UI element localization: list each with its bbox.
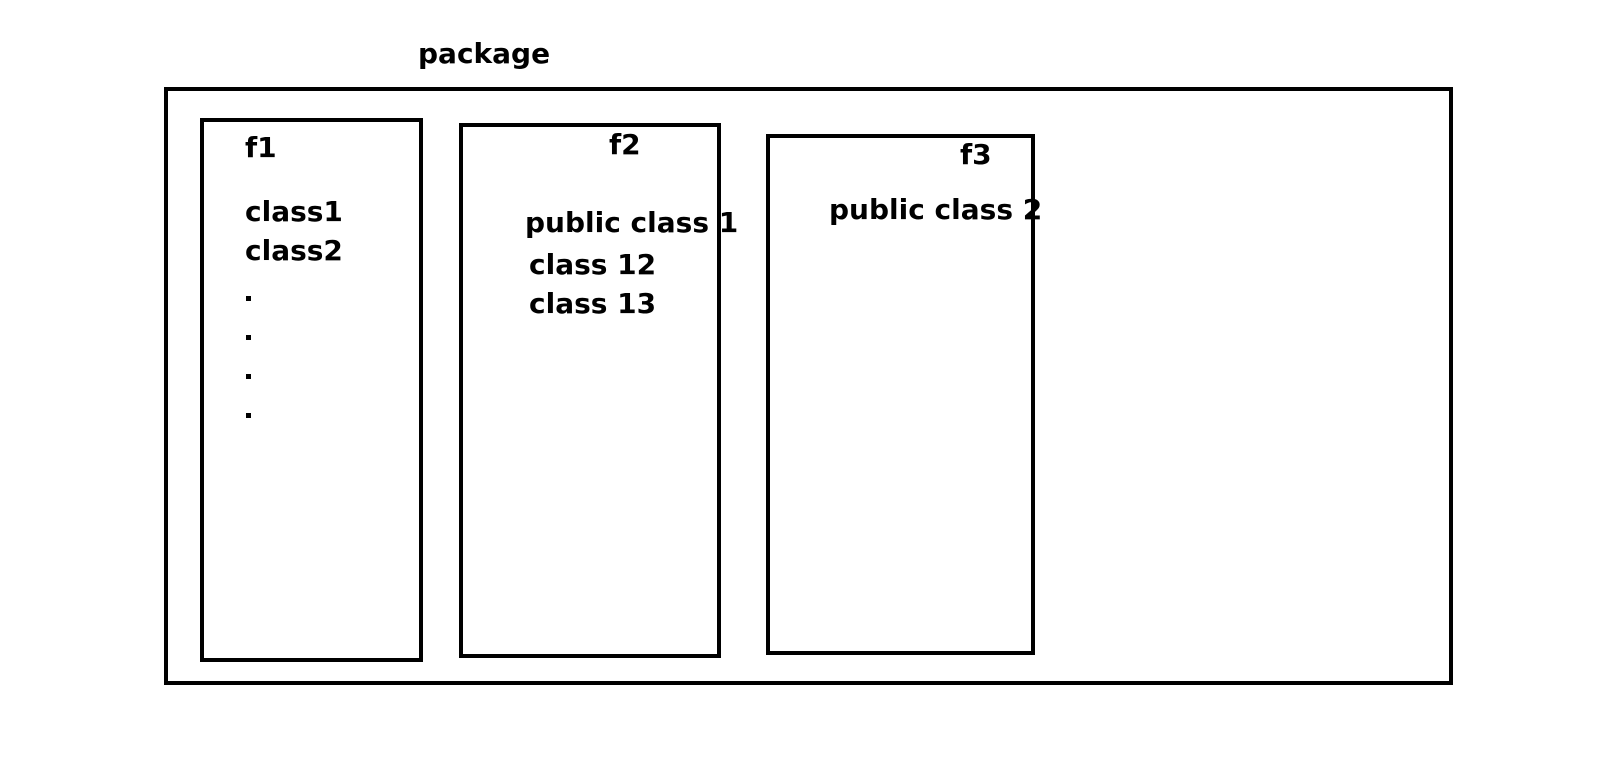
- file-box-f3: [766, 134, 1035, 655]
- f2-class-item: class 12: [529, 248, 657, 281]
- file-title-f1: f1: [245, 131, 277, 164]
- f1-class-item: class2: [245, 234, 343, 267]
- f3-class-item: public class 2: [829, 193, 1043, 226]
- file-box-f1: [200, 118, 423, 662]
- f2-class-item: class 13: [529, 287, 657, 320]
- package-title: package: [418, 37, 551, 70]
- file-box-f2: [459, 123, 721, 658]
- f1-continuation-dot: [246, 374, 251, 379]
- f1-continuation-dot: [246, 296, 251, 301]
- file-title-f3: f3: [960, 138, 992, 171]
- f2-class-item: public class 1: [525, 206, 739, 239]
- package-box: [164, 87, 1453, 685]
- f1-continuation-dot: [246, 335, 251, 340]
- f1-continuation-dot: [246, 413, 251, 418]
- file-title-f2: f2: [609, 128, 641, 161]
- f1-class-item: class1: [245, 195, 343, 228]
